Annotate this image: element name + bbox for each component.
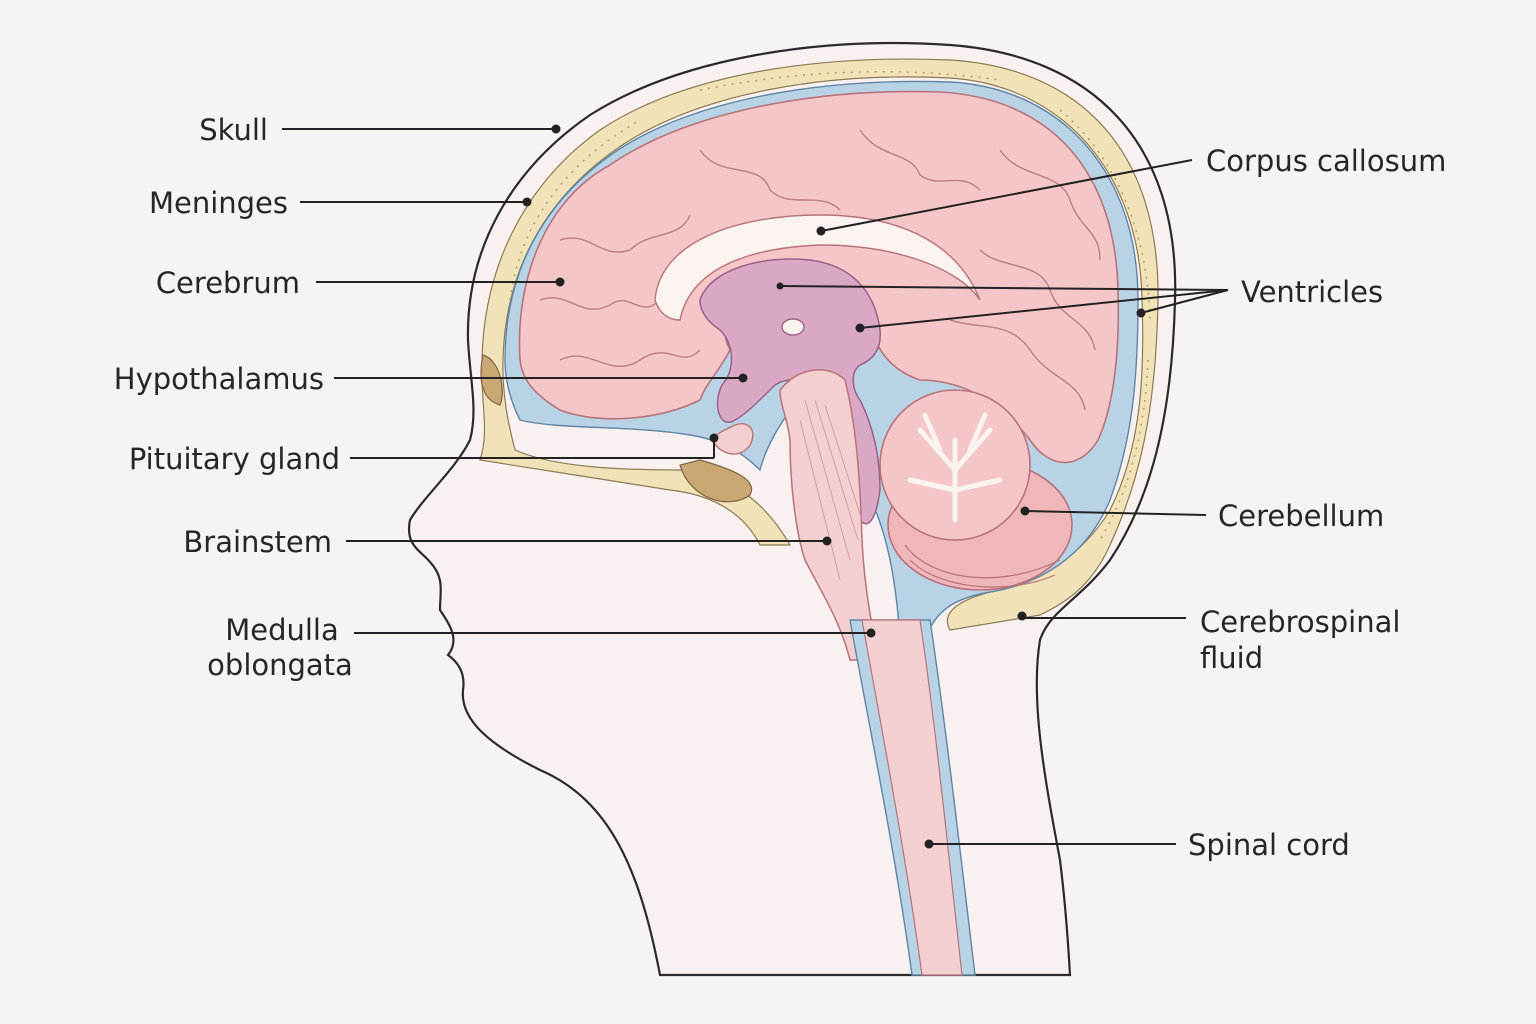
arbor-vitae: [907, 412, 1003, 523]
label-meninges: Meninges: [149, 186, 288, 220]
label-spinal-cord: Spinal cord: [1188, 828, 1350, 862]
label-csf-line1: Cerebrospinal: [1200, 605, 1400, 639]
label-medulla-line1: Medulla: [225, 613, 339, 647]
brainstem-striations: [799, 399, 863, 581]
label-corpus-callosum: Corpus callosum: [1206, 144, 1446, 178]
label-skull: Skull: [199, 113, 268, 147]
label-cerebellum: Cerebellum: [1218, 499, 1384, 533]
leader-lines: [282, 124, 1229, 849]
pituitary-shape: [711, 423, 754, 455]
ventricle-cavity: [781, 318, 805, 336]
label-cerebrum: Cerebrum: [156, 266, 300, 300]
skull-bone: [479, 58, 1159, 631]
label-brainstem: Brainstem: [183, 525, 332, 559]
sphenoid-sinus: [679, 459, 753, 503]
corpus-callosum-shape: [654, 214, 981, 321]
cerebrum-gyri: [539, 129, 1101, 411]
spinal-cord-core: [861, 619, 963, 976]
label-medulla-line2: oblongata: [207, 648, 353, 682]
label-pituitary-gland: Pituitary gland: [129, 442, 340, 476]
label-csf-line2: fluid: [1200, 641, 1263, 675]
frontal-sinus: [480, 354, 503, 406]
cerebellum-folia: [904, 544, 1061, 588]
label-ventricles: Ventricles: [1241, 275, 1383, 309]
label-hypothalamus: Hypothalamus: [114, 362, 324, 396]
